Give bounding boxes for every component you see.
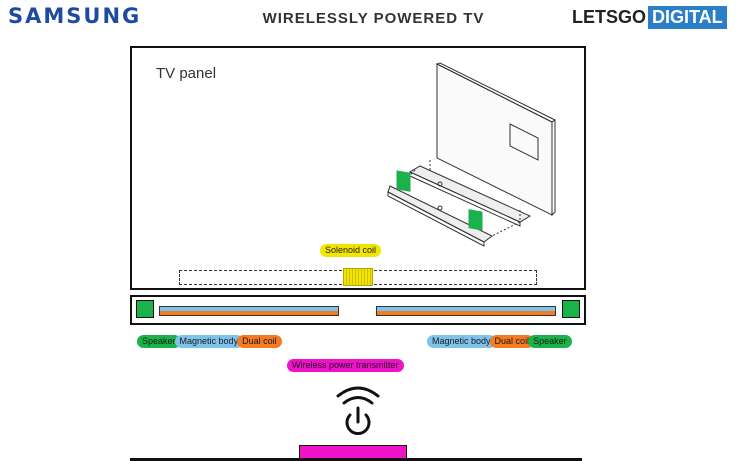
wireless-power-icon <box>336 386 380 435</box>
samsung-logo: SAMSUNG <box>8 4 142 28</box>
tv-exploded-drawing <box>387 62 556 247</box>
left-legend: Speaker Magnetic body Dual coil <box>137 335 282 348</box>
right-legend: Magnetic body Dual coil Speaker <box>427 335 572 348</box>
logo-part-digital: DIGITAL <box>648 6 727 29</box>
legend-speaker-left: Speaker <box>137 335 181 348</box>
legend-coil-right: Dual coil <box>489 335 535 348</box>
page-title: WIRELESSLY POWERED TV <box>262 10 485 27</box>
tv-panel-label: TV panel <box>156 65 217 82</box>
letsgodigital-logo: LETSGO DIGITAL <box>572 6 727 29</box>
speaker-block-left <box>396 170 411 192</box>
legend-speaker-right: Speaker <box>528 335 572 348</box>
legend-coil-left: Dual coil <box>237 335 282 348</box>
legend-magnetic-right: Magnetic body <box>427 335 496 348</box>
speaker-right <box>562 300 580 318</box>
solenoid-coil <box>343 268 373 286</box>
speaker-left <box>136 300 154 318</box>
legend-magnetic-left: Magnetic body <box>174 335 244 348</box>
solenoid-coil-label: Solenoid coil <box>320 244 382 257</box>
speaker-block-right <box>468 209 483 231</box>
transmitter-label: Wireless power transmitter <box>287 359 404 372</box>
logo-part-letsgo: LETSGO <box>572 7 647 27</box>
coil-strip-left <box>159 306 339 316</box>
coil-strip-right <box>376 306 556 316</box>
base-surface-line <box>130 458 582 461</box>
